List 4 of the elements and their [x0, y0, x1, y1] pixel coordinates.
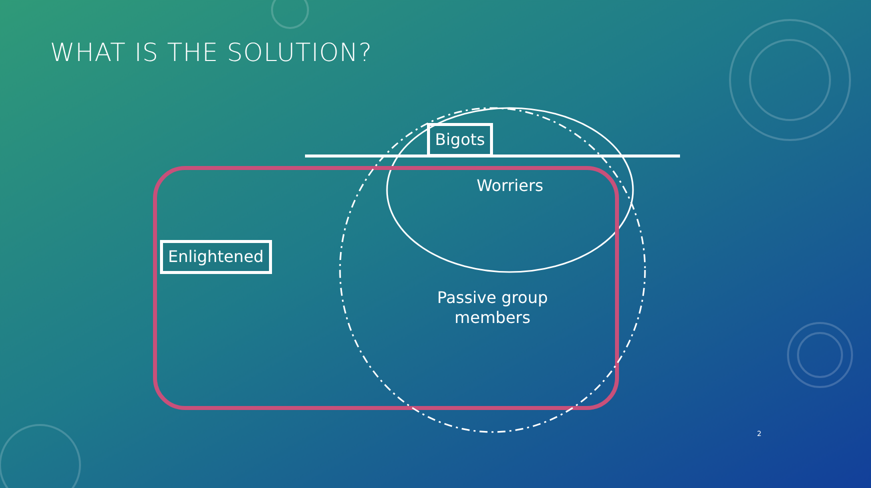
label-tag: Enlightened	[160, 240, 272, 274]
group-label: Worriers	[476, 176, 544, 196]
slide-title: WHAT IS THE SOLUTION?	[50, 38, 372, 67]
group-label: Passive group members	[436, 288, 549, 328]
